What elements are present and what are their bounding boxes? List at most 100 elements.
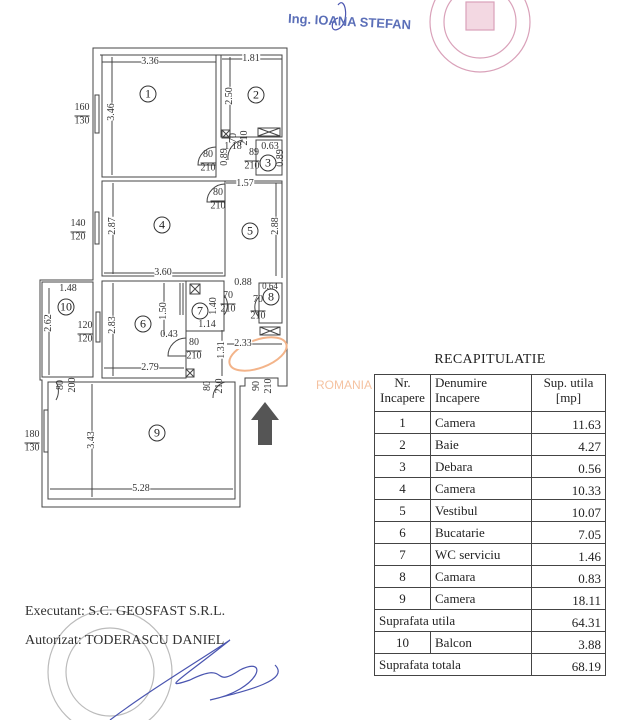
window-label: 120 bbox=[70, 231, 86, 243]
dim-label: 0.89 bbox=[275, 149, 286, 167]
dim-label: 2.83 bbox=[107, 316, 118, 334]
room-number-9: 9 bbox=[148, 424, 166, 442]
dim-label: 3.43 bbox=[86, 431, 97, 449]
dim-label: 3.46 bbox=[106, 103, 117, 121]
window-label: 130 bbox=[24, 442, 40, 454]
door-label: 90 bbox=[251, 381, 262, 391]
door-label: 80 bbox=[213, 187, 223, 198]
room-name: Bucatarie bbox=[430, 521, 532, 544]
dim-label: 1.57 bbox=[236, 178, 254, 189]
header-area: Sup. utila [mp] bbox=[531, 374, 606, 412]
room-area: 11.63 bbox=[531, 411, 606, 434]
room-number-3: 3 bbox=[259, 154, 277, 172]
dim-label: 0.64 bbox=[262, 281, 278, 291]
window-label: 140 bbox=[70, 218, 86, 229]
window-label: 130 bbox=[74, 115, 90, 127]
dim-label: 2.87 bbox=[107, 217, 118, 235]
entrance-arrow-icon bbox=[251, 402, 279, 445]
room-nr: 6 bbox=[374, 521, 431, 544]
dim-label: 0.89 bbox=[219, 148, 230, 166]
room-number-7: 7 bbox=[191, 302, 209, 320]
room-nr: 4 bbox=[374, 477, 431, 500]
room-name: WC serviciu bbox=[430, 543, 532, 566]
room-name: Camera bbox=[430, 411, 532, 434]
window-label: 160 bbox=[74, 102, 90, 113]
subtotal-area: 64.31 bbox=[531, 609, 606, 632]
room-nr: 5 bbox=[374, 499, 431, 522]
room-area: 18.11 bbox=[531, 587, 606, 610]
dim-label: 5.28 bbox=[132, 483, 150, 494]
door-label: 80 bbox=[189, 337, 199, 348]
room-area: 4.27 bbox=[531, 433, 606, 456]
window-label: 180 bbox=[24, 429, 40, 440]
recap-table: Nr. Incapere Denumire Incapere Sup. util… bbox=[374, 374, 606, 676]
dim-label: 0.63 bbox=[261, 141, 279, 152]
door-label: 210 bbox=[220, 303, 236, 315]
room-name: Camara bbox=[430, 565, 532, 588]
room-number-4: 4 bbox=[153, 216, 171, 234]
dim-label: 3.36 bbox=[141, 56, 159, 67]
room-area: 7.05 bbox=[531, 521, 606, 544]
room-nr: 8 bbox=[374, 565, 431, 588]
door-label: 210 bbox=[263, 378, 274, 394]
dim-label: 2.88 bbox=[270, 217, 281, 235]
room-name: Baie bbox=[430, 433, 532, 456]
header-nr: Nr. Incapere bbox=[374, 374, 431, 412]
dim-label: 3.60 bbox=[154, 267, 172, 278]
dim-label: 2.79 bbox=[141, 362, 159, 373]
room-area: 0.56 bbox=[531, 455, 606, 478]
room-number-5: 5 bbox=[241, 222, 259, 240]
dim-label: 2.50 bbox=[224, 87, 235, 105]
stamp-top-right bbox=[429, 0, 531, 73]
dim-label: 2.33 bbox=[234, 338, 252, 349]
dim-label: 1.48 bbox=[59, 283, 77, 294]
room-nr: 2 bbox=[374, 433, 431, 456]
door-label: 89 bbox=[249, 147, 259, 158]
room-number-8: 8 bbox=[262, 288, 280, 306]
signature-top bbox=[331, 2, 347, 31]
door-label: 210 bbox=[200, 162, 216, 174]
autorizat-text: Autorizat: TODERASCU DANIEL bbox=[25, 633, 225, 648]
door-label: 210 bbox=[210, 200, 226, 212]
dim-label: 2.62 bbox=[43, 314, 54, 332]
room-nr: 9 bbox=[374, 587, 431, 610]
room-nr: 7 bbox=[374, 543, 431, 566]
header-name: Denumire Incapere bbox=[430, 374, 532, 412]
door-label: 210 bbox=[186, 350, 202, 362]
dim-label: 1.31 bbox=[216, 341, 227, 359]
balcony-area: 3.88 bbox=[531, 631, 606, 654]
room-name: Camera bbox=[430, 477, 532, 500]
room-nr: 1 bbox=[374, 411, 431, 434]
table-title: RECAPITULATIE bbox=[434, 352, 546, 367]
signature-bottom bbox=[109, 639, 279, 720]
door-label: 80 bbox=[203, 149, 213, 160]
room-area: 1.46 bbox=[531, 543, 606, 566]
watermark: ROMANIA bbox=[316, 378, 373, 392]
door-label: 80 bbox=[202, 381, 213, 391]
balcony-name: Balcon bbox=[430, 631, 532, 654]
dim-label: 1.40 bbox=[208, 297, 219, 315]
total-area: 68.19 bbox=[531, 653, 606, 676]
door-label: 70 bbox=[253, 294, 263, 305]
window-label: 120 bbox=[77, 320, 93, 331]
door-label: 210 bbox=[214, 378, 225, 394]
dim-label: 1.18 bbox=[224, 141, 242, 152]
room-nr: 3 bbox=[374, 455, 431, 478]
dim-label: 1.14 bbox=[198, 319, 216, 330]
total-label: Suprafata totala bbox=[374, 653, 532, 676]
door-label: 210 bbox=[250, 310, 266, 322]
room-number-2: 2 bbox=[247, 86, 265, 104]
balcony-nr: 10 bbox=[374, 631, 431, 654]
room-area: 10.07 bbox=[531, 499, 606, 522]
